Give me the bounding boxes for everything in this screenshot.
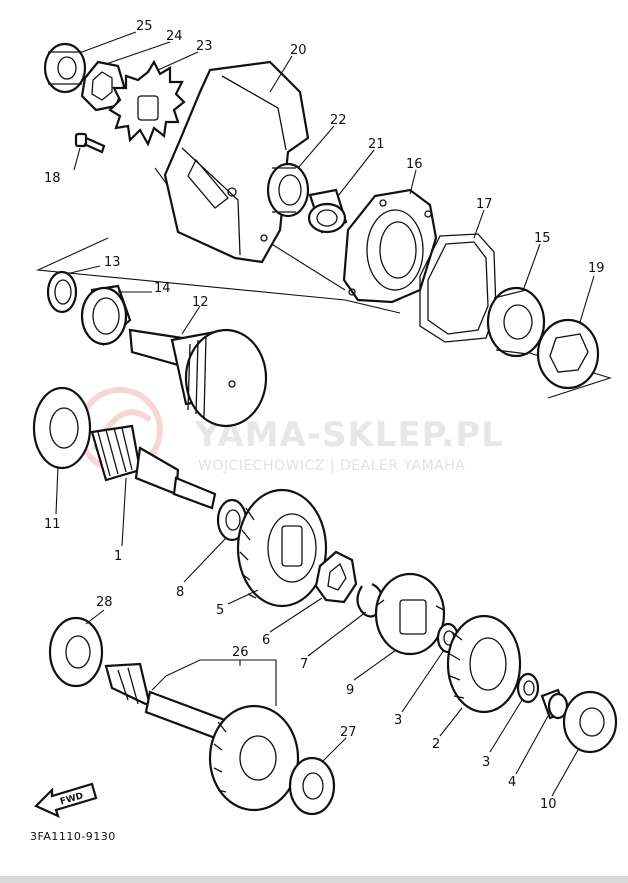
part-1-main-shaft — [90, 424, 217, 510]
scan-edge — [0, 876, 628, 883]
callout-11: 11 — [44, 517, 61, 532]
callout-3-lower: 3 — [482, 755, 490, 770]
part-11-bearing — [32, 386, 92, 470]
callout-3-upper: 3 — [394, 713, 402, 728]
part-25-nut — [43, 42, 87, 94]
part-19-retainer-plate — [536, 318, 600, 390]
callout-13: 13 — [104, 255, 121, 270]
callout-20: 20 — [290, 43, 307, 58]
part-9-clutch-hub — [374, 572, 446, 656]
part-26-kick-shaft-gear — [104, 662, 300, 812]
callout-14: 14 — [154, 281, 171, 296]
callout-19: 19 — [588, 261, 605, 276]
part-16-bearing-housing — [342, 188, 438, 304]
callout-23: 23 — [196, 39, 213, 54]
callout-27: 27 — [340, 725, 357, 740]
callout-10: 10 — [540, 797, 557, 812]
part-3-washer-lower — [516, 672, 540, 704]
callout-12: 12 — [192, 295, 209, 310]
callout-9: 9 — [346, 683, 354, 698]
part-12-secondary-shaft-gear — [128, 328, 268, 428]
part-28-bearing — [48, 616, 104, 688]
part-18-bolt — [74, 132, 106, 154]
part-14-needle-bearing — [80, 284, 132, 347]
part-2-gear — [446, 614, 522, 714]
callout-5: 5 — [216, 603, 224, 618]
part-20-crankcase-cover — [163, 60, 310, 264]
part-6-spline-washer — [314, 550, 358, 604]
part-22-oil-seal — [266, 162, 310, 218]
callout-28: 28 — [96, 595, 113, 610]
callout-25: 25 — [136, 19, 153, 34]
callout-15: 15 — [534, 231, 551, 246]
callout-8: 8 — [176, 585, 184, 600]
watermark: YAMA-SKLEP.PL WOJCIECHOWICZ | DEALER YAM… — [77, 387, 504, 474]
callout-7: 7 — [300, 657, 308, 672]
part-21-collar — [307, 188, 348, 234]
watermark-title: YAMA-SKLEP.PL — [194, 415, 504, 455]
callout-22: 22 — [330, 113, 347, 128]
callout-26: 26 — [232, 645, 249, 660]
callout-1: 1 — [114, 549, 122, 564]
part-15-bearing — [486, 286, 546, 358]
callout-2: 2 — [432, 737, 440, 752]
part-17-gasket — [419, 233, 497, 343]
callout-24: 24 — [166, 29, 183, 44]
part-10-bearing — [562, 690, 618, 754]
callout-21: 21 — [368, 137, 385, 152]
callout-17: 17 — [476, 197, 493, 212]
fwd-arrow: FWD — [34, 782, 98, 819]
callout-18: 18 — [44, 171, 61, 186]
callout-6: 6 — [262, 633, 270, 648]
callout-labels: 25 24 23 20 22 21 16 17 15 19 18 13 14 1… — [44, 19, 605, 812]
part-23-drive-sprocket — [108, 59, 186, 147]
part-5-gear — [236, 488, 328, 608]
callout-16: 16 — [406, 157, 423, 172]
part-4-collar — [540, 688, 569, 720]
leader-lines — [55, 31, 595, 797]
callout-4: 4 — [508, 775, 516, 790]
part-13-circlip — [46, 270, 78, 314]
watermark-subtitle: WOJCIECHOWICZ | DEALER YAMAHA — [198, 458, 465, 474]
part-27-bearing — [288, 756, 336, 816]
diagram-code: 3FA1110-9130 — [30, 830, 116, 843]
